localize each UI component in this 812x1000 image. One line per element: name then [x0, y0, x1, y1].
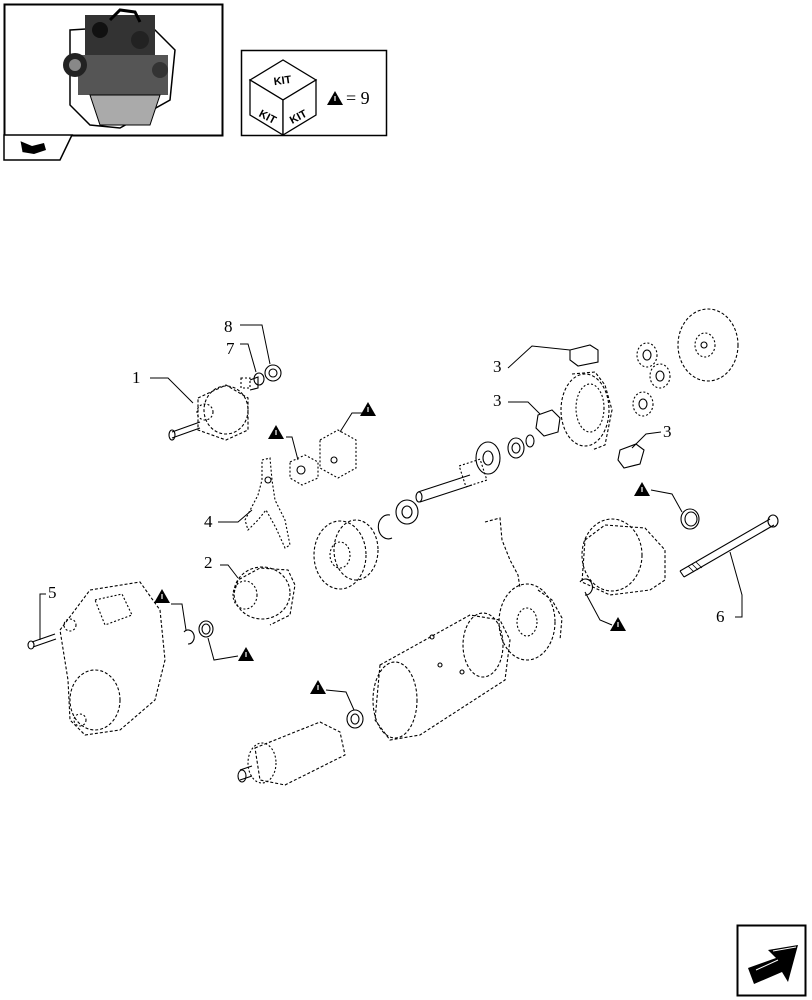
callout-3-top: 3	[493, 357, 502, 376]
kit-count-text: = 9	[346, 88, 370, 108]
brush-plate-part	[484, 517, 563, 661]
planet-gear-3	[632, 391, 654, 417]
warning-triangle-icon	[237, 646, 255, 662]
warning-triangle-icon	[153, 588, 171, 604]
callout-5: 5	[48, 583, 57, 602]
kit-label-top: KIT	[273, 74, 292, 88]
yoke-housing-part	[372, 612, 511, 741]
brush-part-right	[617, 443, 645, 469]
through-bolt-part	[679, 514, 779, 578]
callout-7: 7	[226, 339, 235, 358]
circlip-part	[183, 629, 195, 645]
retaining-clip-part	[377, 514, 393, 540]
drive-pinion-part	[232, 566, 296, 626]
seal-ring-part	[680, 508, 700, 530]
intermediate-plate-part	[677, 308, 739, 382]
callout-6: 6	[716, 607, 725, 626]
solenoid-part	[168, 376, 259, 441]
warning-triangle-icon	[309, 679, 327, 695]
callout-3-right: 3	[663, 422, 672, 441]
warning-triangle-icon	[633, 481, 651, 497]
contact-plate-part	[319, 429, 357, 479]
previous-page-button[interactable]	[3, 134, 74, 161]
kit-markers	[153, 401, 651, 695]
nut-part-8	[264, 364, 282, 382]
warning-triangle-icon	[609, 616, 627, 632]
armature-part	[237, 721, 346, 786]
output-shaft-part	[415, 441, 501, 503]
next-page-icon	[748, 945, 798, 984]
bushing-part	[507, 434, 535, 459]
pinion-ring-part	[198, 620, 214, 638]
washer-part-7	[253, 372, 265, 386]
armature-washer-part	[346, 709, 364, 729]
end-frame-part	[581, 518, 666, 596]
kit-legend: KIT KIT KIT = 9	[240, 49, 388, 137]
warning-triangle-icon	[267, 424, 285, 440]
thrust-washer-part	[395, 499, 419, 525]
leader-lines	[39, 324, 743, 711]
shift-fork-part	[244, 457, 291, 549]
callout-2: 2	[204, 553, 213, 572]
brush-part-middle	[535, 409, 561, 437]
engine-icon	[63, 8, 176, 129]
bolt-part-5	[27, 633, 57, 650]
engine-thumbnail-frame	[3, 3, 224, 137]
ring-gear-part	[560, 371, 613, 451]
kit-box-icon: KIT KIT KIT	[248, 59, 318, 137]
callout-8: 8	[224, 317, 233, 336]
callout-1: 1	[132, 368, 141, 387]
plunger-part	[289, 454, 319, 486]
previous-page-icon	[19, 140, 46, 154]
end-frame-clip-part	[579, 578, 593, 596]
warning-triangle-icon	[359, 401, 377, 417]
drive-end-housing-part	[59, 581, 166, 736]
brush-part-top	[569, 344, 599, 367]
callout-4: 4	[204, 512, 213, 531]
planet-gear-1	[636, 342, 658, 368]
planet-carrier-part	[313, 519, 379, 590]
next-page-button[interactable]	[736, 924, 807, 997]
callout-3-middle: 3	[493, 391, 502, 410]
planet-gear-2	[649, 363, 671, 389]
